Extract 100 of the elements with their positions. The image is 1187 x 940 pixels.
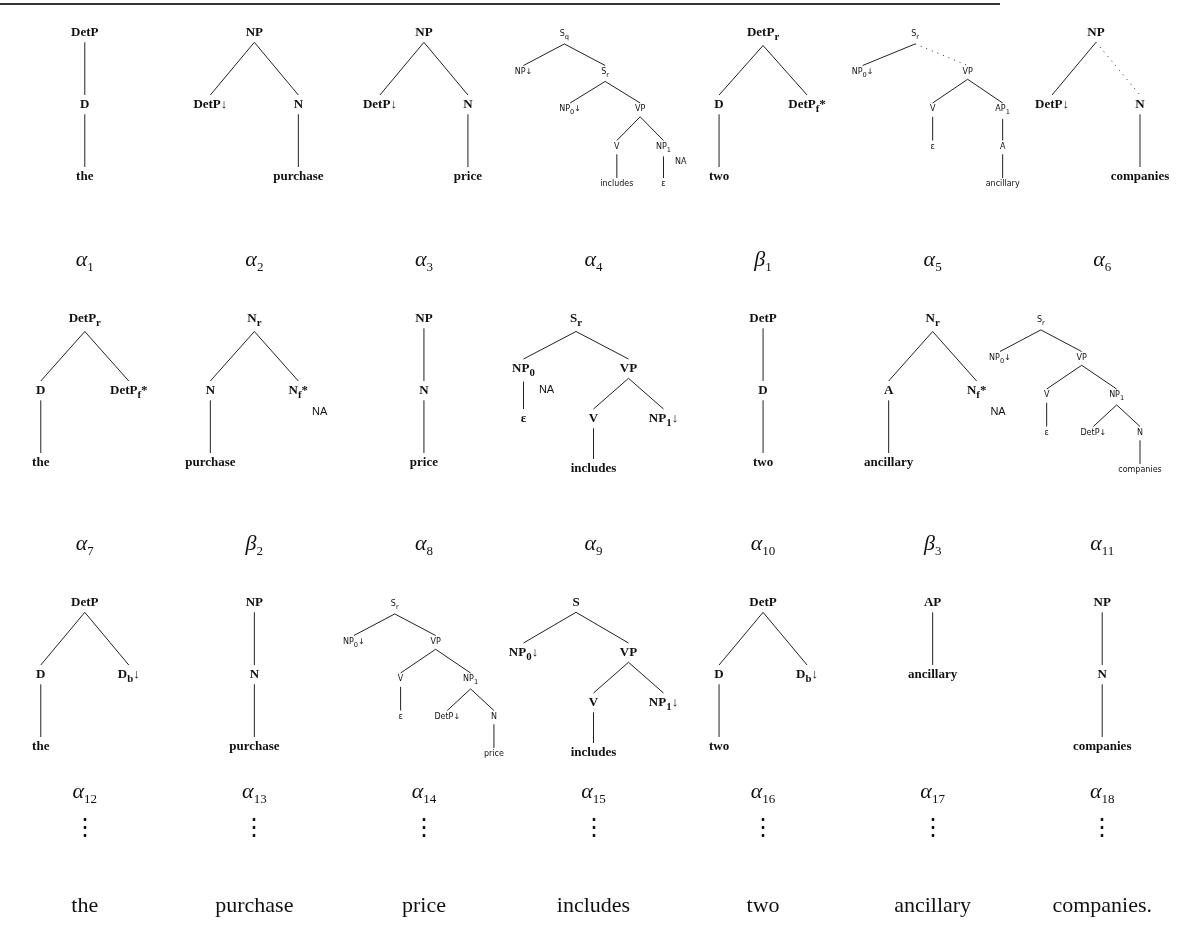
leaf-label: NP↓ (514, 67, 533, 77)
vertical-ellipsis: ⋮ (72, 815, 97, 839)
tree-branch (297, 113, 299, 168)
category-label: N (419, 383, 429, 398)
tree-name: α$_{1}$ (75, 246, 94, 276)
leaf-label: purchase (273, 169, 324, 184)
tree-branch (1081, 364, 1118, 390)
leaf-label: price (409, 455, 438, 470)
category-label: NP (415, 311, 433, 326)
tree-branch (888, 331, 934, 382)
tree-branch (253, 611, 255, 666)
category-label: S$_{r}$ (601, 67, 610, 79)
tree-branch (379, 41, 425, 96)
category-label: NP$_{1}$ (463, 675, 479, 686)
leaf-label: NP$_{0}$↓ (508, 645, 539, 663)
tree-name: α$_{4}$ (584, 246, 603, 276)
category-label: N$_{r}$ (925, 311, 940, 329)
tree-branch (999, 329, 1042, 352)
tree-branch (1051, 41, 1097, 96)
tree-branch (593, 661, 629, 694)
tree-branch (569, 80, 606, 104)
tree-branch (423, 327, 425, 382)
tree-branch (423, 41, 469, 96)
sentence-word: ancillary (894, 892, 972, 918)
leaf-label: DetP↓ (193, 97, 228, 112)
leaf-label: the (32, 455, 50, 470)
tree-branch (628, 661, 664, 694)
category-label: V (588, 695, 599, 710)
category-label: D (714, 667, 724, 682)
leaf-label: N$_{f}$* (288, 383, 309, 401)
tree-branch (353, 613, 396, 636)
leaf-label: includes (570, 461, 617, 476)
category-label: A (999, 142, 1006, 152)
category-label: NP (1087, 25, 1105, 40)
tree-branch (1095, 41, 1141, 96)
category-label: S (572, 595, 580, 610)
category-label: DetP (749, 311, 777, 326)
leaf-label: NP$_{0}$↓ (989, 353, 1011, 365)
tree-branch (628, 377, 664, 410)
tree-branch (593, 377, 629, 410)
vertical-ellipsis: ⋮ (920, 815, 945, 839)
category-label: AP$_{1}$ (995, 105, 1010, 116)
tree-branch (593, 427, 594, 460)
leaf-label: includes (570, 745, 617, 760)
category-label: DetP (71, 595, 99, 610)
category-label: D (36, 667, 46, 682)
tree-branch (932, 331, 978, 382)
category-label: V (1043, 391, 1050, 400)
category-label: NP (1093, 595, 1111, 610)
tree-name: α$_{14}$ (411, 778, 437, 808)
leaf-label: DetP↓ (434, 712, 461, 722)
tree-branch (639, 116, 664, 141)
vertical-ellipsis: ⋮ (751, 815, 776, 839)
category-label: N (249, 667, 260, 682)
tree-branch (470, 688, 495, 711)
tree-branch (400, 686, 402, 711)
tree-branch (604, 80, 641, 104)
leaf-label: DetP↓ (1080, 428, 1107, 438)
tree-branch (616, 116, 641, 141)
tree-branch (616, 153, 618, 179)
tree-branch (1139, 439, 1141, 465)
tree-branch (1101, 683, 1103, 738)
leaf-label: ancillary (864, 455, 914, 470)
tree-branch (1116, 404, 1141, 427)
tree-branch (209, 399, 211, 454)
tree-branch (40, 399, 42, 454)
category-label: V (929, 105, 936, 114)
tree-name: α$_{17}$ (920, 778, 945, 808)
tree-branch (209, 41, 255, 96)
leaf-label: companies (1118, 466, 1162, 475)
tree-branch (523, 43, 565, 66)
tree-branch (523, 331, 577, 360)
category-label: NP$_{1}$ (655, 142, 672, 154)
category-label: N$_{r}$ (247, 311, 262, 329)
tree-branch (446, 688, 472, 711)
tree-branch (718, 113, 720, 168)
category-label: NP (245, 595, 263, 610)
category-label: VP (430, 637, 441, 647)
category-label: S$_{q}$ (559, 30, 569, 41)
tree-branch (932, 611, 934, 666)
category-label: N (205, 383, 216, 398)
leaf-label: price (453, 169, 482, 184)
leaf-label: DetP$_{f}$* (110, 383, 148, 401)
leaf-label: NP$_{0}$↓ (559, 105, 582, 116)
category-label: VP (619, 361, 638, 376)
tree-branch (593, 711, 594, 744)
tree-branch (84, 611, 130, 666)
leaf-label: ancillary (985, 180, 1020, 189)
tree-branch (718, 45, 764, 96)
sentence-word: purchase (215, 892, 294, 918)
sentence-word: the (71, 892, 99, 918)
tree-branch (718, 611, 764, 666)
leaf-label: price (483, 750, 504, 759)
category-label: DetP (71, 25, 99, 40)
leaf-label: purchase (229, 739, 280, 754)
leaf-label: companies (1110, 169, 1170, 184)
tree-name: α$_{16}$ (750, 778, 776, 808)
category-label: NP (245, 25, 263, 40)
leaf-label: two (708, 739, 730, 754)
tree-name: α$_{13}$ (242, 778, 267, 808)
